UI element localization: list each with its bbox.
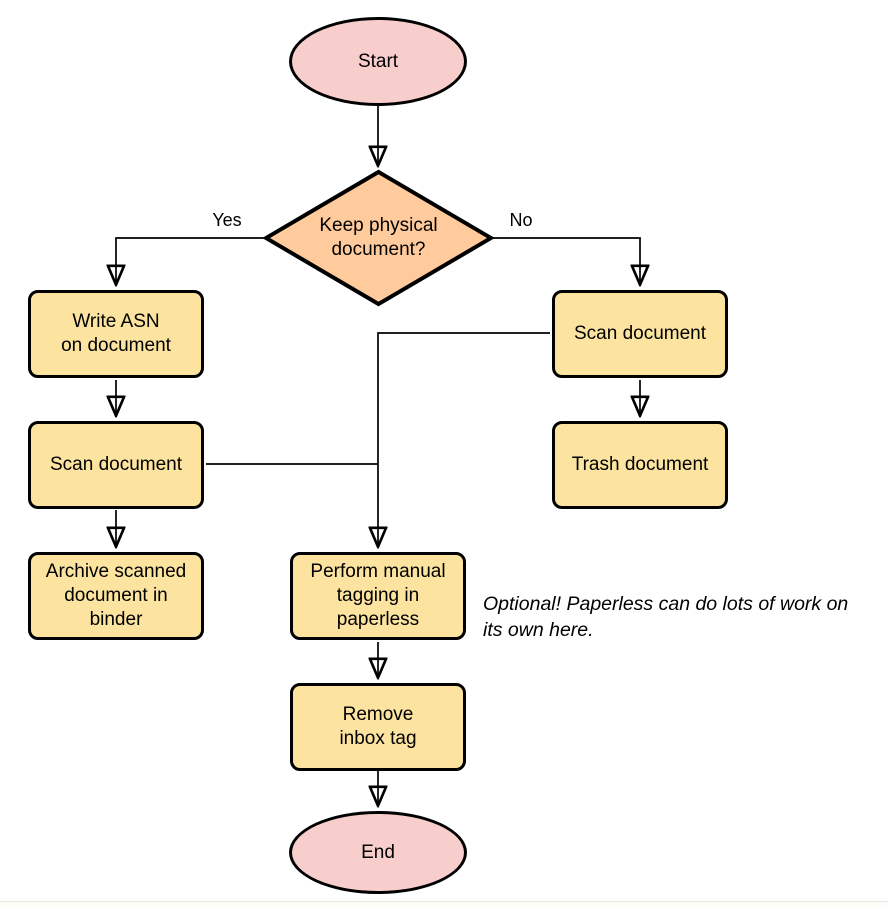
decision-diamond-shape [263, 169, 494, 307]
start-node-label: Start [357, 50, 399, 72]
page-bottom-divider [0, 901, 888, 902]
end-node-label: End [361, 841, 395, 863]
decision-node: Keep physical document? [263, 169, 494, 307]
write-asn-node: Write ASN on document [28, 290, 204, 378]
edge-decision-yes [116, 237, 266, 284]
scan-document-left-label: Scan document [49, 454, 183, 476]
scan-document-right-node: Scan document [552, 290, 728, 378]
edge-label-no: No [509, 210, 533, 230]
perform-tagging-label: Perform manual tagging in paperless [310, 561, 446, 630]
archive-node: Archive scanned document in binder [28, 552, 204, 640]
edge-label-yes: Yes [212, 210, 242, 230]
remove-inbox-tag-node: Remove inbox tag [290, 683, 466, 771]
scan-document-left-node: Scan document [28, 421, 204, 509]
optional-annotation: Optional! Paperless can do lots of work … [483, 593, 849, 641]
remove-inbox-tag-label: Remove inbox tag [339, 704, 417, 749]
start-node: Start [289, 17, 467, 106]
archive-node-label: Archive scanned document in binder [45, 561, 187, 630]
edge-scanright-to-perform [378, 332, 550, 546]
scan-document-right-label: Scan document [573, 323, 707, 345]
perform-tagging-node: Perform manual tagging in paperless [290, 552, 466, 640]
end-node: End [289, 811, 467, 894]
trash-document-node: Trash document [552, 421, 728, 509]
decision-node-label: Keep physical document? [319, 215, 438, 260]
page-footer-strip [0, 902, 888, 907]
edge-decision-no [491, 237, 640, 284]
trash-document-label: Trash document [571, 454, 709, 476]
write-asn-node-label: Write ASN on document [61, 311, 171, 356]
